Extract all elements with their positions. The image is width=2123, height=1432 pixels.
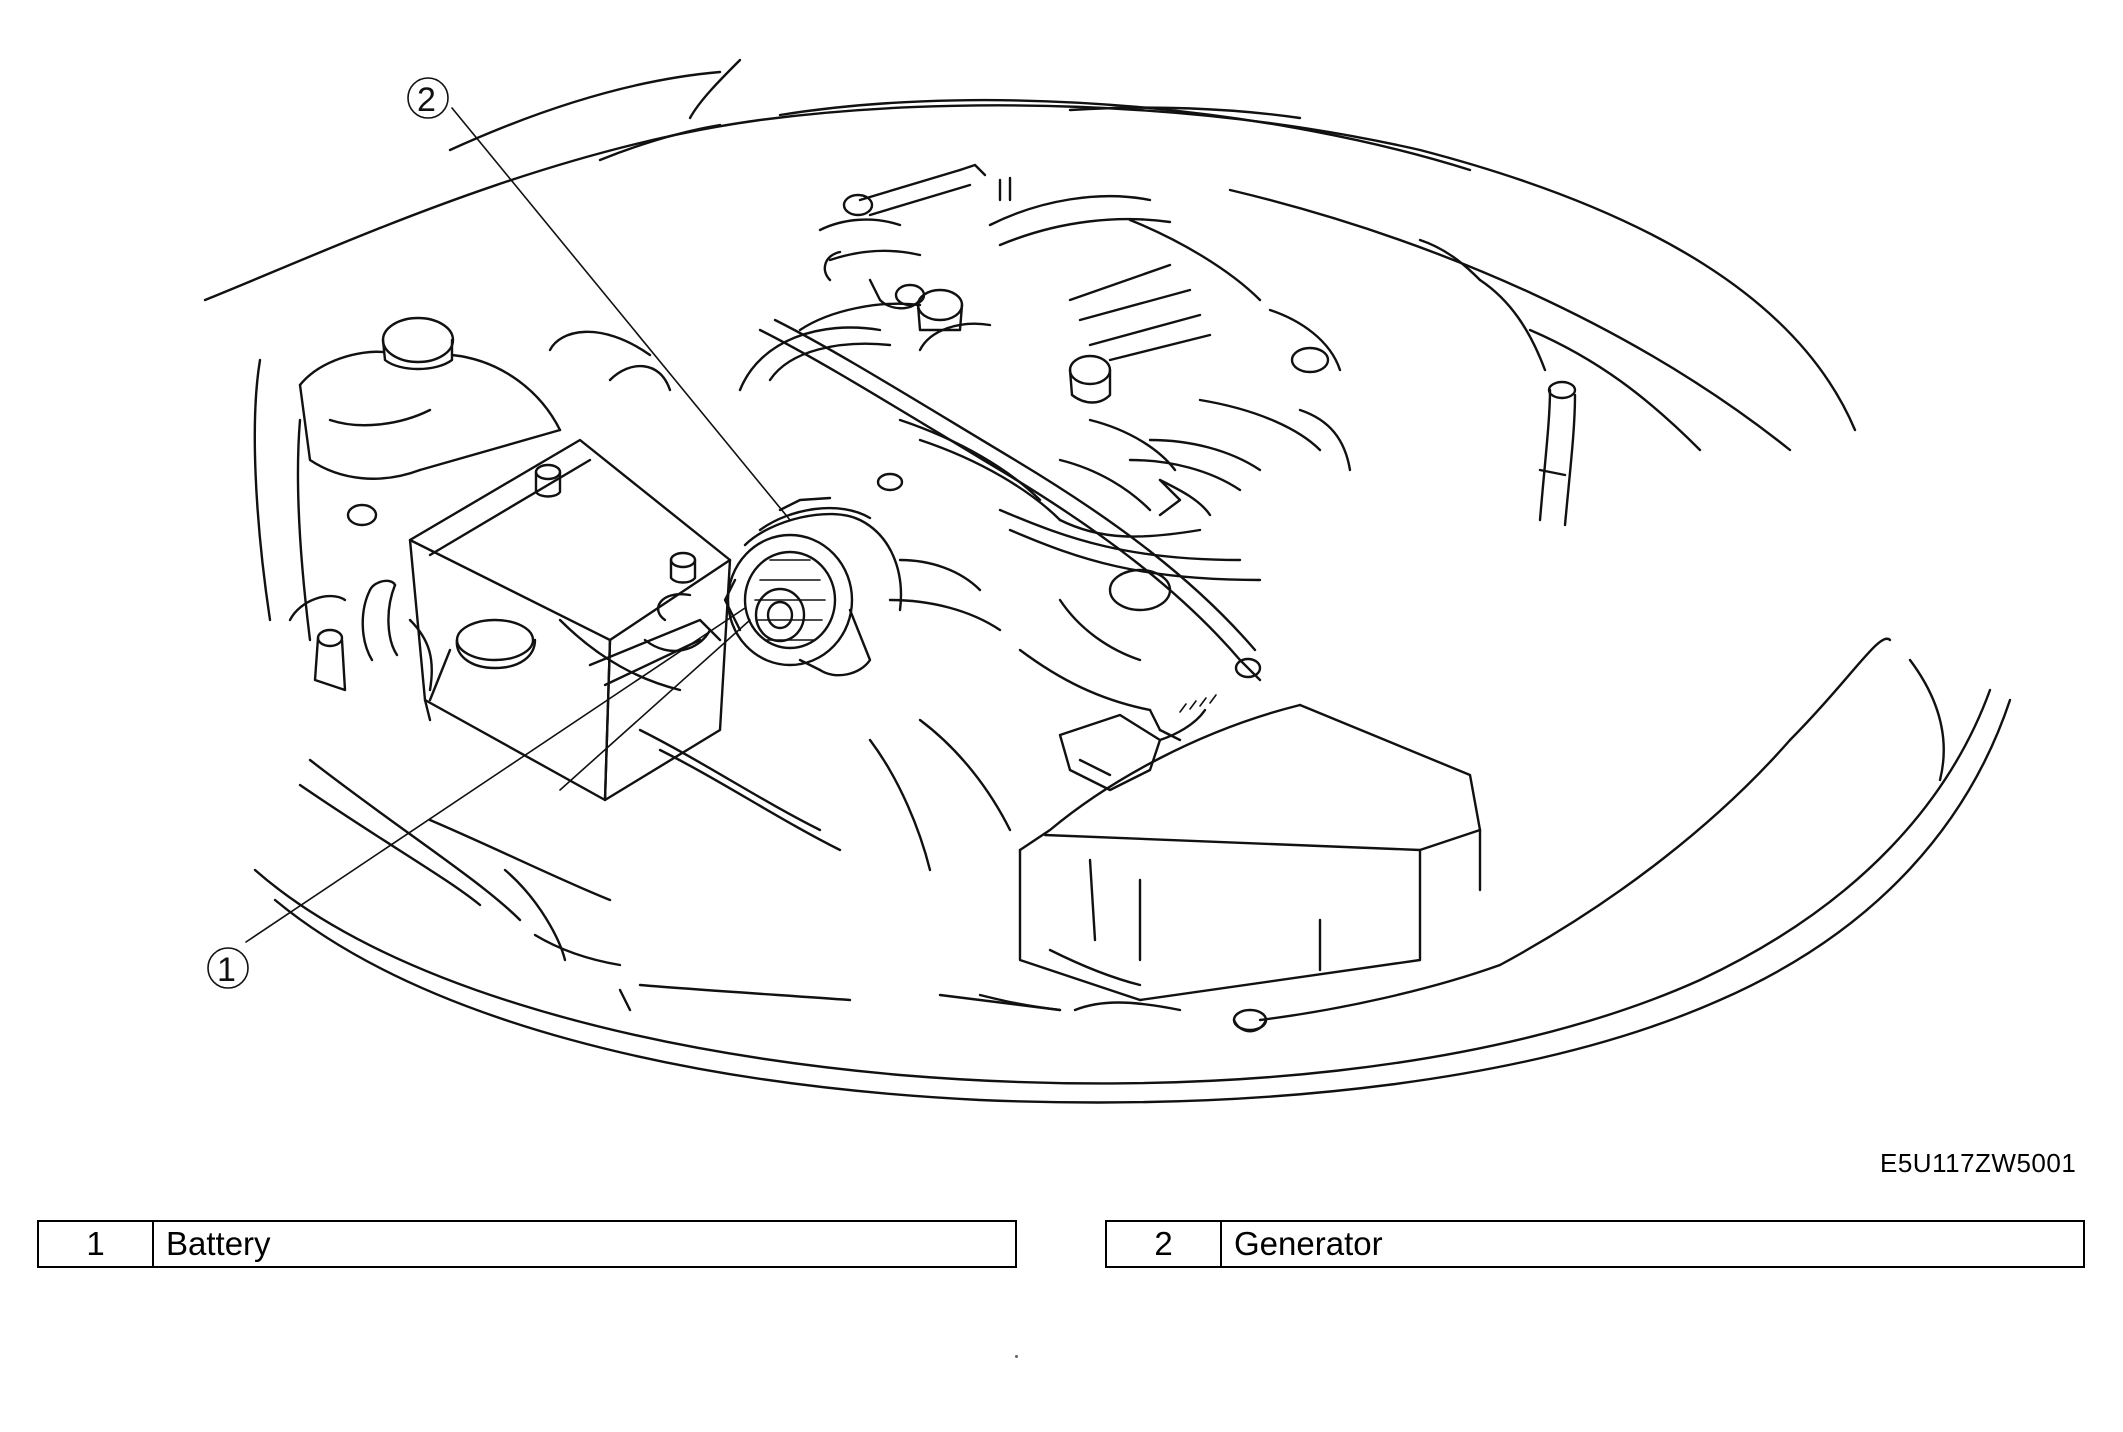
cable [758, 318, 1262, 682]
callout-1: 1 [207, 947, 249, 989]
legend-item-battery: 1 Battery [37, 1220, 1017, 1268]
legend-number: 1 [39, 1222, 154, 1266]
figure-code: E5U117ZW5001 [1880, 1148, 2077, 1178]
hose-right [1418, 238, 1577, 527]
battery [408, 438, 732, 802]
cross-member [428, 618, 1012, 902]
generator [723, 496, 1002, 677]
engine [738, 163, 1352, 712]
page-dot [1015, 1355, 1018, 1358]
body-outline [203, 58, 2012, 1104]
callout-2: 2 [407, 77, 449, 119]
svg-text:2: 2 [417, 81, 436, 119]
leader-line-1b [559, 619, 751, 791]
legend-item-generator: 2 Generator [1105, 1220, 2085, 1268]
legend-label: Generator [1234, 1225, 1383, 1262]
hoses-left [288, 579, 433, 692]
svg-text:1: 1 [217, 951, 236, 989]
legend-label: Battery [166, 1225, 271, 1262]
leader-line-2 [451, 107, 791, 521]
legend-number: 2 [1107, 1222, 1222, 1266]
reservoir [298, 316, 672, 527]
leader-lines [245, 107, 791, 943]
leader-line-1 [245, 607, 746, 943]
air-cleaner [1018, 694, 1482, 1033]
